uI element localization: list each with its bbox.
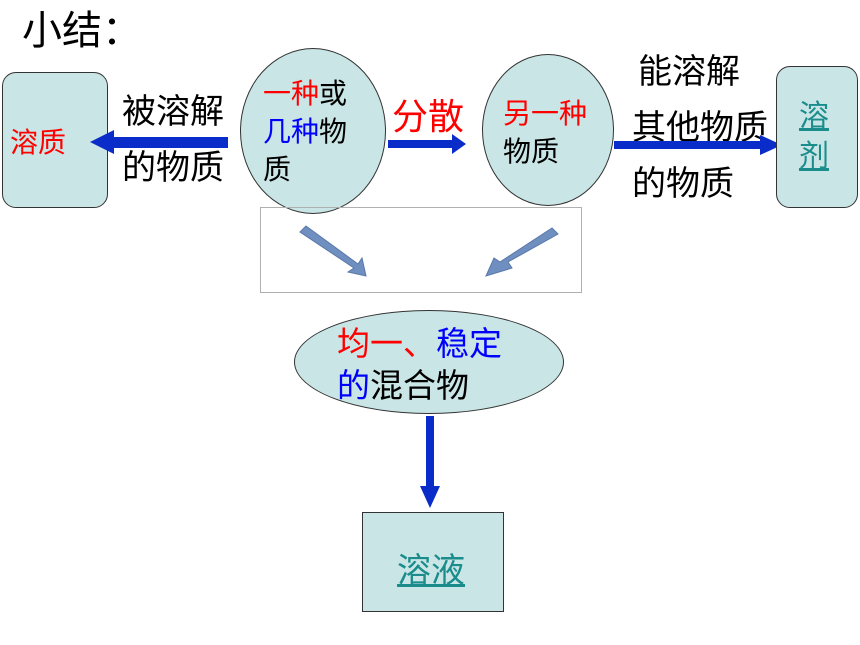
solute-description-line2: 的物质: [122, 148, 224, 188]
solvent-description-line1: 能溶解: [638, 52, 740, 92]
ellipse-text-zhi: 质: [263, 153, 292, 186]
ellipse-text-several-kinds: 几种: [263, 115, 320, 148]
another-kind-text: 另一种: [503, 97, 588, 130]
ellipse-text-wu: 物: [319, 115, 348, 148]
homogeneous-stable-mixture-ellipse: 均一、稳定 的混合物: [294, 310, 564, 414]
solute-box: 溶质: [2, 72, 108, 208]
mixture-text: 混合物: [370, 366, 469, 405]
solution-box: 溶液: [362, 512, 504, 612]
solute-description: 被溶解 的物质: [122, 84, 224, 196]
solvent-box: 溶 剂: [776, 66, 858, 208]
another-substance-ellipse: 另一种 物质: [482, 54, 614, 206]
right-converging-arrow: [485, 227, 559, 277]
left-converging-arrow: [299, 225, 367, 277]
solute-description-line1: 被溶解: [122, 92, 224, 132]
solvent-link-char1[interactable]: 溶: [799, 99, 829, 134]
solvent-description-line3: 的物质: [632, 164, 734, 204]
solute-label: 溶质: [10, 126, 67, 159]
ellipse-text-or: 或: [319, 77, 348, 110]
converging-arrows-frame: [260, 207, 582, 293]
homogeneous-text: 均一、: [337, 324, 436, 363]
de-text: 的: [337, 366, 370, 405]
one-or-more-substances-ellipse: 一种或 几种物 质: [240, 48, 386, 214]
solvent-link-char2[interactable]: 剂: [799, 139, 829, 174]
substance-text: 物质: [503, 135, 560, 168]
solution-link[interactable]: 溶液: [397, 551, 465, 591]
disperse-label: 分散: [392, 97, 465, 138]
slide-title: 小结：: [22, 8, 142, 54]
stable-text: 稳定: [436, 324, 502, 363]
ellipse-text-one-kind: 一种: [263, 77, 320, 110]
